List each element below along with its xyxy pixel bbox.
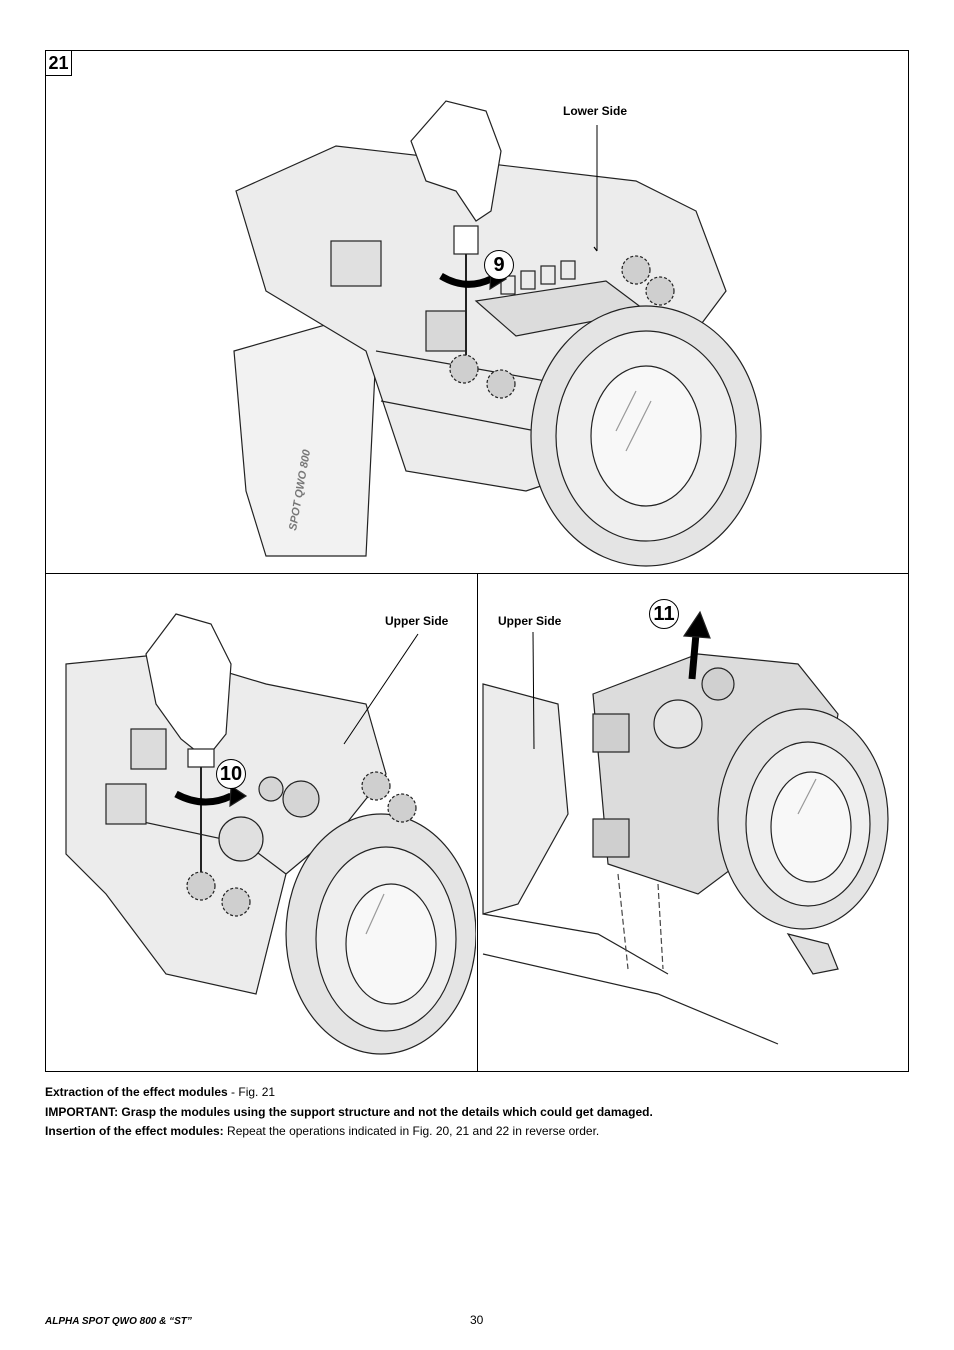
footer-product-name: ALPHA SPOT QWO 800 & “ST” <box>45 1316 192 1327</box>
panel-bottom-right-illustration <box>478 574 908 1071</box>
panel-divider-vertical <box>477 573 478 1072</box>
footer-page-number: 30 <box>470 1313 484 1327</box>
figure-caption: Extraction of the effect modules - Fig. … <box>45 1083 909 1142</box>
caption-line-1: Extraction of the effect modules - Fig. … <box>45 1083 909 1103</box>
caption-insertion-title: Insertion of the effect modules: <box>45 1124 224 1138</box>
caption-extraction-ref: - Fig. 21 <box>227 1085 276 1099</box>
top-illustration-drawing: SPOT QWO 800 <box>233 100 762 567</box>
panel-bottom-left-illustration <box>46 574 476 1071</box>
caption-insertion-text: Repeat the operations indicated in Fig. … <box>223 1124 600 1138</box>
panel-top-illustration: SPOT QWO 800 <box>46 51 908 572</box>
step-11-badge: 11 <box>649 599 679 629</box>
step-9-badge: 9 <box>484 250 514 280</box>
caption-important-note: IMPORTANT: Grasp the modules using the s… <box>45 1104 653 1119</box>
step-10-badge: 10 <box>216 759 246 789</box>
figure-number: 21 <box>45 50 72 76</box>
callout-upper-side-left: Upper Side <box>385 614 449 628</box>
caption-extraction-title: Extraction of the effect modules <box>45 1085 228 1099</box>
caption-line-3: Insertion of the effect modules: Repeat … <box>45 1122 909 1142</box>
callout-upper-side-right: Upper Side <box>498 614 562 628</box>
bottom-right-illustration-drawing <box>482 610 889 1045</box>
bottom-left-illustration-drawing <box>65 613 476 1055</box>
callout-lower-side: Lower Side <box>563 104 628 118</box>
caption-line-2: IMPORTANT: Grasp the modules using the s… <box>45 1103 909 1123</box>
